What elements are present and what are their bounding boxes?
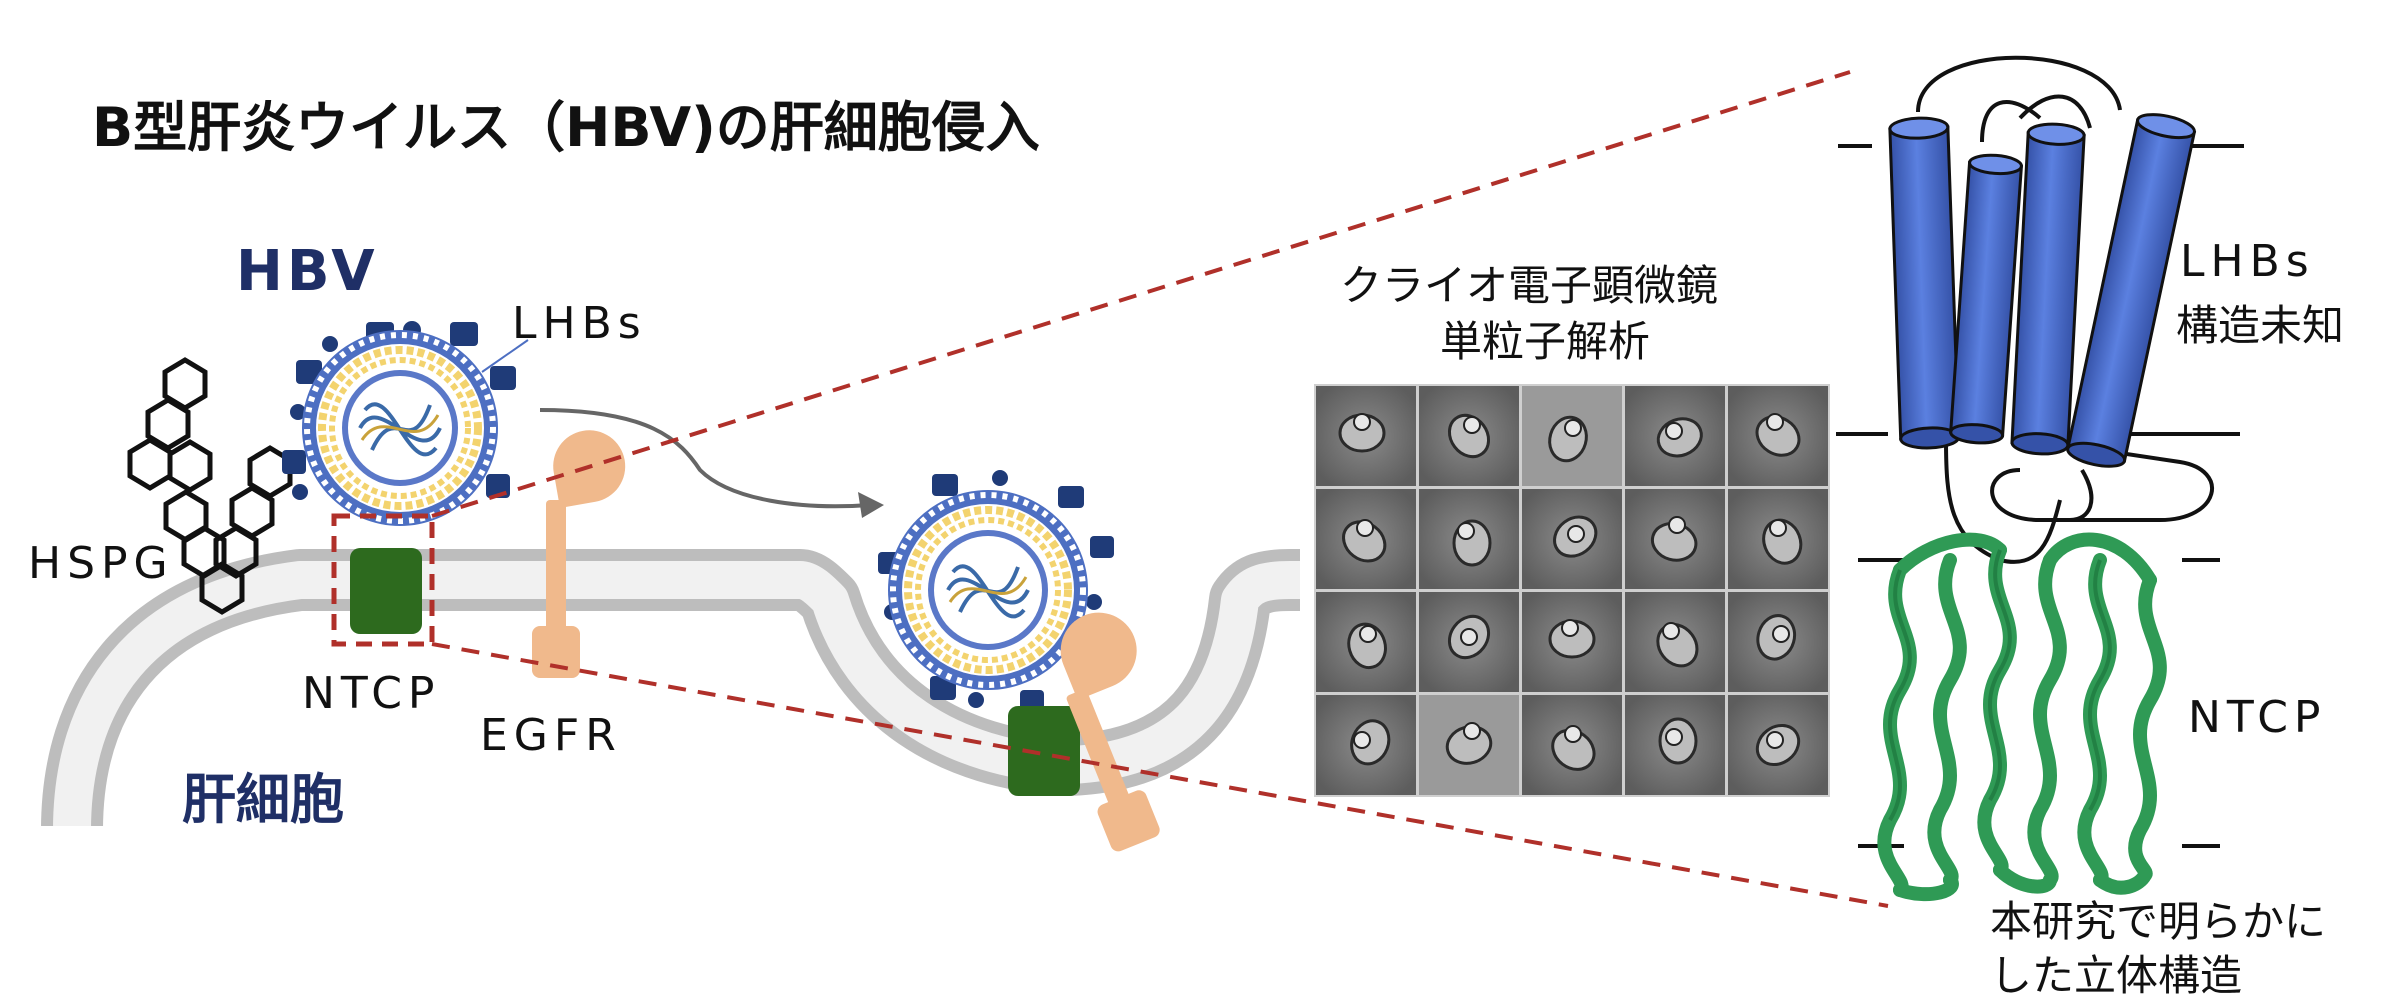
particle-density bbox=[1564, 725, 1582, 743]
hexagon-chain-icon bbox=[127, 357, 293, 615]
entry-arrowhead bbox=[858, 492, 884, 518]
hbv-label: HBV bbox=[236, 239, 379, 304]
egfr-label: EGFR bbox=[480, 710, 622, 761]
particle-density bbox=[1353, 413, 1371, 431]
lhbs-structure-unknown-label: 構造未知 bbox=[2176, 301, 2344, 350]
particle-density bbox=[1564, 419, 1582, 437]
lhbs-label-right: LHBs bbox=[2180, 236, 2315, 287]
particle-density bbox=[1463, 722, 1481, 740]
zoom-lines bbox=[431, 70, 1889, 908]
particle-density bbox=[1766, 731, 1784, 749]
egfr-receptor-in-pit-icon bbox=[1060, 612, 1160, 852]
egfr-receptor-icon bbox=[532, 430, 626, 678]
particle-blob bbox=[1551, 728, 1596, 771]
lhbs-label-left: LHBs bbox=[512, 298, 647, 349]
particle-density bbox=[1772, 625, 1790, 643]
protein-ribbon-structure bbox=[1877, 532, 2167, 902]
particle-density bbox=[1460, 628, 1478, 646]
lhbs-pointer-line bbox=[481, 339, 529, 373]
particle-density bbox=[1769, 519, 1787, 537]
ntcp-label-left: NTCP bbox=[302, 668, 440, 719]
protein-ribbon-shading bbox=[1888, 549, 2112, 822]
particle-density bbox=[1463, 416, 1481, 434]
particle-density bbox=[1665, 422, 1683, 440]
transmembrane-helix-cylinders bbox=[1888, 113, 2197, 468]
cryoem-class-average-grid bbox=[1314, 384, 1830, 797]
caption-line1: 本研究で明らかに bbox=[1990, 897, 2326, 946]
hepatocyte-label: 肝細胞 bbox=[182, 768, 344, 831]
cryoem-title-line2: 単粒子解析 bbox=[1440, 317, 1650, 366]
cell-membrane bbox=[40, 549, 1321, 866]
lhbs-loops bbox=[1916, 55, 2214, 564]
particle-density bbox=[1668, 516, 1686, 534]
ntcp-highlight-box bbox=[331, 513, 435, 647]
caption-line2: した立体構造 bbox=[1990, 951, 2242, 1000]
entry-arrow bbox=[539, 408, 871, 509]
particle-density bbox=[1567, 525, 1585, 543]
ntcp-box-icon bbox=[350, 548, 422, 634]
particle-density bbox=[1353, 731, 1371, 749]
particle-density bbox=[1457, 522, 1475, 540]
hspg-label: HSPG bbox=[28, 538, 174, 589]
membrane-markers bbox=[1836, 144, 2244, 848]
hbv-virion-in-pit-icon bbox=[878, 470, 1114, 712]
particle-density bbox=[1662, 622, 1680, 640]
ntcp-label-right: NTCP bbox=[2188, 692, 2326, 743]
particle-density bbox=[1359, 625, 1377, 643]
ntcp-box-in-pit-icon bbox=[1008, 706, 1080, 796]
cryoem-title-line1: クライオ電子顕微鏡 bbox=[1340, 261, 1718, 310]
particle-density bbox=[1561, 619, 1579, 637]
particle-density bbox=[1356, 519, 1374, 537]
hbv-virion-icon bbox=[282, 321, 516, 526]
particle-density bbox=[1665, 728, 1683, 746]
page-title: B型肝炎ウイルス（HBV)の肝細胞侵入 bbox=[92, 96, 1040, 159]
particle-blob bbox=[1342, 520, 1387, 563]
particle-density bbox=[1766, 413, 1784, 431]
